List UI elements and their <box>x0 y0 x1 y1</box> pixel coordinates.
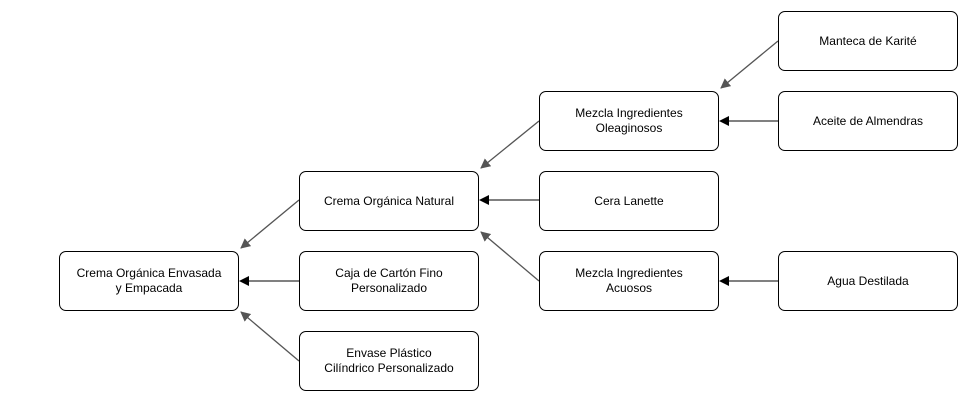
node-cardboard-box-label: Caja de Cartón Fino Personalizado <box>335 266 443 295</box>
node-plastic-container-label: Envase Plástico Cilíndrico Personalizado <box>324 346 454 375</box>
node-final-product-label: Crema Orgánica Envasada y Empacada <box>76 266 222 295</box>
node-distilled-water[interactable]: Agua Destilada <box>778 251 958 311</box>
node-plastic-container[interactable]: Envase Plástico Cilíndrico Personalizado <box>299 331 479 391</box>
arrow-shea-butter-to-oily-mix <box>720 40 779 89</box>
node-natural-cream[interactable]: Crema Orgánica Natural <box>299 171 479 231</box>
node-aqueous-mix[interactable]: Mezcla Ingredientes Acuosos <box>539 251 719 311</box>
node-lanette-wax[interactable]: Cera Lanette <box>539 171 719 231</box>
node-cardboard-box[interactable]: Caja de Cartón Fino Personalizado <box>299 251 479 311</box>
node-almond-oil-label: Aceite de Almendras <box>812 113 924 128</box>
node-oily-mix-label: Mezcla Ingredientes Oleaginosos <box>575 106 683 135</box>
node-distilled-water-label: Agua Destilada <box>827 273 909 288</box>
node-oily-mix[interactable]: Mezcla Ingredientes Oleaginosos <box>539 91 719 151</box>
arrow-plastic-container-to-final-product <box>240 311 300 362</box>
arrow-oily-mix-to-natural-cream <box>480 120 540 169</box>
node-lanette-wax-label: Cera Lanette <box>594 193 664 208</box>
node-shea-butter[interactable]: Manteca de Karité <box>778 11 958 71</box>
arrow-aqueous-mix-to-natural-cream <box>480 231 540 282</box>
node-shea-butter-label: Manteca de Karité <box>819 33 917 48</box>
node-natural-cream-label: Crema Orgánica Natural <box>323 193 455 208</box>
node-almond-oil[interactable]: Aceite de Almendras <box>778 91 958 151</box>
node-final-product[interactable]: Crema Orgánica Envasada y Empacada <box>59 251 239 311</box>
arrow-natural-cream-to-final-product <box>240 199 300 249</box>
node-aqueous-mix-label: Mezcla Ingredientes Acuosos <box>575 266 683 295</box>
